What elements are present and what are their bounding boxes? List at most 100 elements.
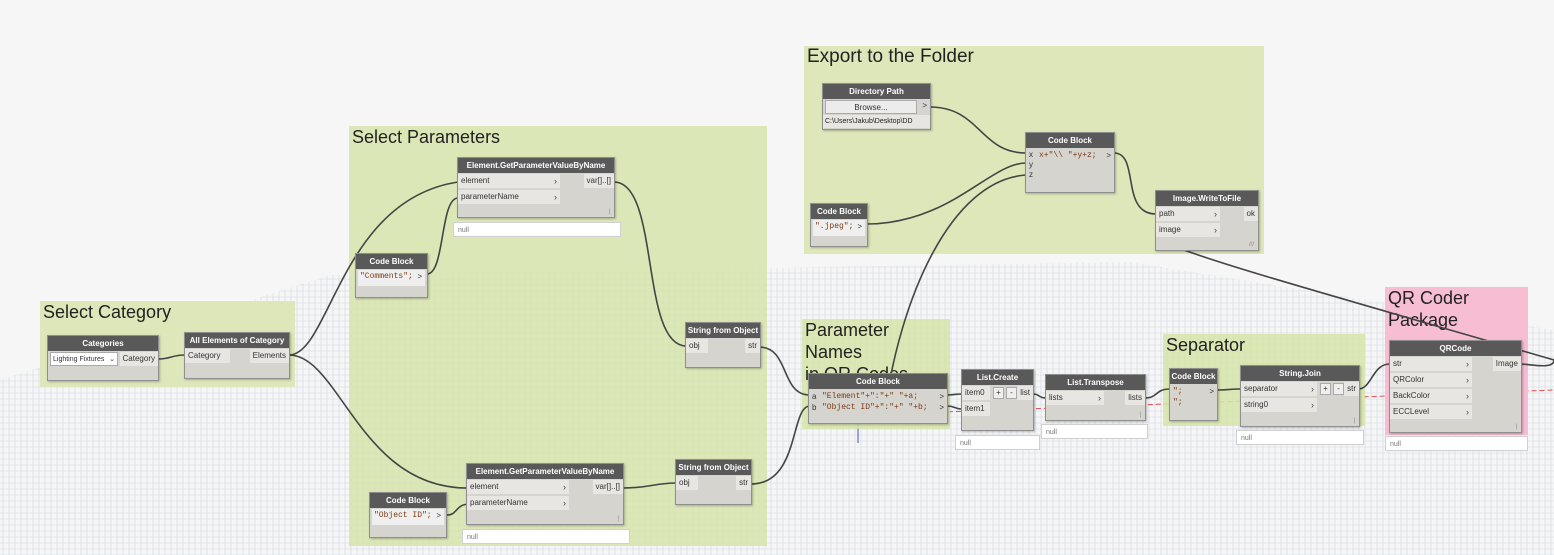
- input-port-z[interactable]: z: [1029, 170, 1033, 179]
- output-port-icon[interactable]: >: [922, 101, 927, 110]
- node-code-block-object-id[interactable]: Code Block "Object ID"; >: [369, 492, 447, 538]
- input-port-image[interactable]: image›: [1156, 223, 1220, 237]
- input-port-y[interactable]: y: [1029, 160, 1033, 169]
- node-code-block-ab[interactable]: Code Block a b "Element"+":"+" "+a; "Obj…: [808, 373, 948, 424]
- input-port-category[interactable]: Category: [185, 349, 230, 363]
- directory-path-value: C:\Users\Jakub\Desktop\DD: [823, 115, 930, 128]
- output-port-str[interactable]: str: [736, 476, 751, 490]
- group-title: Separator: [1166, 335, 1246, 355]
- resize-handle-icon[interactable]: |: [1515, 424, 1517, 430]
- output-port-ok[interactable]: ok: [1243, 207, 1258, 221]
- group-title: Select Category: [43, 302, 172, 322]
- node-code-block-xyz[interactable]: Code Block x y z x+"\\ "+y+z; >: [1025, 132, 1115, 193]
- input-ports[interactable]: a b: [812, 391, 816, 413]
- input-port-separator[interactable]: separator›: [1241, 382, 1317, 396]
- group-title: Select Parameters: [352, 127, 501, 147]
- node-string-from-object-bottom[interactable]: String from Object obj str: [675, 459, 752, 505]
- input-port-obj[interactable]: obj: [686, 339, 708, 353]
- node-list-create[interactable]: List.Create item0 + - list item1: [961, 369, 1034, 431]
- output-port-icon[interactable]: >: [417, 272, 422, 281]
- node-qrcode[interactable]: QRCode str› Image QRColor› BackColor› EC…: [1389, 340, 1522, 433]
- code-line-1[interactable]: ";: [1173, 387, 1183, 396]
- output-port-2-icon[interactable]: >: [939, 403, 944, 412]
- resize-handle-icon[interactable]: |: [608, 209, 610, 215]
- node-code-block-jpeg[interactable]: Code Block ".jpeg"; >: [810, 203, 868, 247]
- node-title: Code Block: [356, 254, 427, 269]
- wire: [946, 405, 963, 410]
- browse-button[interactable]: Browse...: [825, 100, 917, 114]
- input-port-parametername[interactable]: parameterName›: [467, 496, 569, 510]
- input-port-string0[interactable]: string0›: [1241, 398, 1317, 412]
- port-label: path: [1159, 209, 1175, 218]
- node-title: Code Block: [1026, 133, 1114, 148]
- resize-handle-icon[interactable]: |: [1139, 412, 1141, 418]
- input-port-item0[interactable]: item0: [962, 386, 990, 400]
- input-ports[interactable]: x y z: [1029, 150, 1033, 180]
- input-port-b[interactable]: b: [812, 403, 817, 412]
- node-all-elements-of-category[interactable]: All Elements of Category Category Elemen…: [184, 332, 290, 379]
- node-code-block-comments[interactable]: Code Block "Comments"; >: [355, 253, 428, 298]
- remove-input-button[interactable]: -: [1333, 383, 1344, 395]
- output-port-str[interactable]: str: [745, 339, 760, 353]
- add-input-button[interactable]: +: [993, 387, 1004, 399]
- code-line-2[interactable]: ";: [1173, 398, 1183, 407]
- input-port-a[interactable]: a: [812, 392, 817, 401]
- input-port-obj[interactable]: obj: [676, 476, 698, 490]
- input-port-x[interactable]: x: [1029, 150, 1033, 159]
- category-dropdown[interactable]: Lighting Fixtures ⌄: [50, 352, 118, 366]
- output-port-1-icon[interactable]: >: [939, 392, 944, 401]
- output-port-var[interactable]: var[]..[]: [592, 480, 623, 494]
- input-port-path[interactable]: path›: [1156, 207, 1220, 221]
- code-text[interactable]: "Comments";: [360, 272, 413, 281]
- resize-handle-icon[interactable]: |: [617, 516, 619, 522]
- input-port-item1[interactable]: item1: [962, 402, 990, 416]
- input-port-element[interactable]: element›: [458, 174, 560, 188]
- input-port-ecclevel[interactable]: ECCLevel›: [1390, 405, 1472, 419]
- output-port-icon[interactable]: >: [1106, 151, 1111, 160]
- output-port-list[interactable]: list: [1017, 386, 1033, 400]
- input-port-parametername[interactable]: parameterName›: [458, 190, 560, 204]
- input-port-backcolor[interactable]: BackColor›: [1390, 389, 1472, 403]
- output-port-icon[interactable]: >: [436, 511, 441, 520]
- node-title: All Elements of Category: [185, 333, 289, 348]
- node-get-parameter-value-top[interactable]: Element.GetParameterValueByName element›…: [457, 157, 615, 218]
- node-get-parameter-value-bottom[interactable]: Element.GetParameterValueByName element›…: [466, 463, 624, 525]
- node-image-write-to-file[interactable]: Image.WriteToFile path› ok image› ///: [1155, 190, 1259, 251]
- wire: [158, 354, 186, 360]
- node-string-join[interactable]: String.Join separator› + - str string0› …: [1240, 365, 1360, 427]
- input-port-qrcolor[interactable]: QRColor›: [1390, 373, 1472, 387]
- wire: [1144, 388, 1171, 399]
- node-title: Categories: [48, 336, 158, 351]
- output-port-image[interactable]: Image: [1492, 357, 1521, 371]
- remove-input-button[interactable]: -: [1006, 387, 1017, 399]
- node-code-block-separator[interactable]: Code Block "; "; >: [1169, 368, 1218, 421]
- node-list-transpose[interactable]: List.Transpose lists› lists |: [1045, 374, 1146, 421]
- input-port-str[interactable]: str›: [1390, 357, 1472, 371]
- output-port-icon[interactable]: >: [857, 222, 862, 231]
- output-port-elements[interactable]: Elements: [249, 349, 289, 363]
- output-port-category[interactable]: Category: [119, 352, 158, 366]
- input-port-lists[interactable]: lists›: [1046, 391, 1104, 405]
- code-text[interactable]: x+"\\ "+y+z;: [1039, 151, 1097, 160]
- code-text[interactable]: ".jpeg";: [815, 222, 854, 231]
- output-port-str[interactable]: str: [1344, 382, 1359, 396]
- output-port-lists[interactable]: lists: [1125, 391, 1145, 405]
- node-preview: null: [462, 529, 630, 544]
- input-port-element[interactable]: element›: [467, 480, 569, 494]
- resize-handle-icon[interactable]: |: [1353, 418, 1355, 424]
- code-line-2[interactable]: "Object ID"+":"+" "+b;: [822, 403, 928, 412]
- node-categories[interactable]: Categories Lighting Fixtures ⌄ Category: [47, 335, 159, 381]
- code-text[interactable]: "Object ID";: [374, 511, 432, 520]
- chevron-right-icon: ›: [1466, 407, 1469, 417]
- output-port-var[interactable]: var[]..[]: [583, 174, 614, 188]
- add-input-button[interactable]: +: [1320, 383, 1331, 395]
- code-line-1[interactable]: "Element"+":"+" "+a;: [822, 392, 919, 401]
- output-port-icon[interactable]: >: [1209, 387, 1214, 396]
- lacing-icon: ///: [1248, 242, 1254, 248]
- node-string-from-object-top[interactable]: String from Object obj str: [685, 322, 761, 368]
- wire: [622, 482, 677, 489]
- node-directory-path[interactable]: Directory Path Browse... > C:\Users\Jaku…: [822, 83, 931, 130]
- node-title: Code Block: [370, 493, 446, 508]
